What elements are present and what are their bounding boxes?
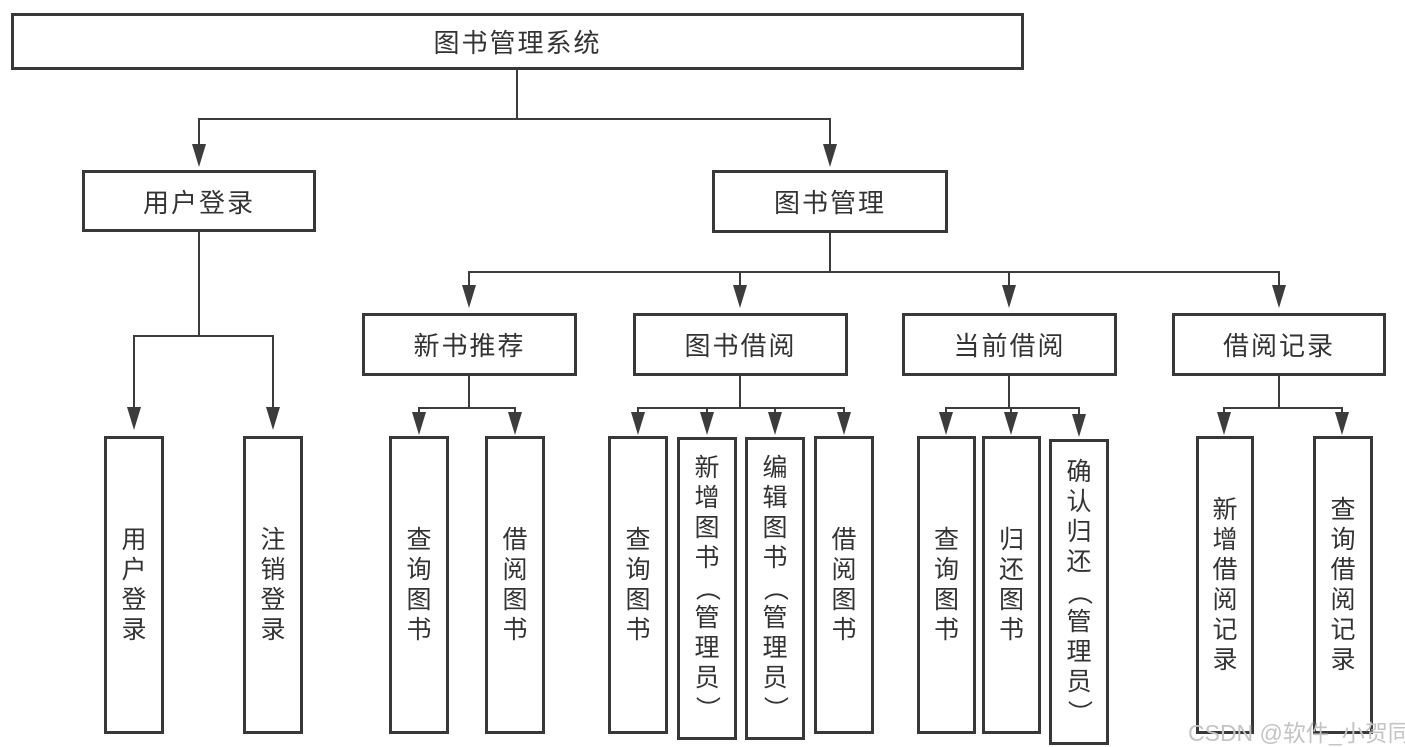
- connector-line: [1078, 407, 1080, 414]
- node-label: 新增借阅记录: [1212, 495, 1238, 674]
- node-edit-book-admin: 编辑图书（管理员）: [745, 437, 805, 740]
- node-borrow-books-recommend: 借阅图书: [485, 436, 545, 734]
- arrow-down-icon: [837, 412, 851, 435]
- arrow-down-icon: [733, 285, 747, 308]
- connector-line: [1223, 407, 1225, 414]
- connector-line: [739, 271, 741, 287]
- connector-line: [706, 407, 708, 414]
- arrow-down-icon: [192, 144, 206, 167]
- connector-line: [198, 118, 200, 146]
- connector-line: [829, 118, 831, 146]
- arrow-down-icon: [1217, 412, 1231, 435]
- node-label: 当前借阅: [953, 331, 1066, 361]
- connector-line: [945, 407, 1079, 409]
- node-query-borrow-record: 查询借阅记录: [1313, 436, 1373, 734]
- arrow-down-icon: [462, 285, 476, 308]
- connector-line: [1341, 407, 1343, 414]
- arrow-down-icon: [700, 412, 714, 435]
- node-label: 图书管理: [773, 188, 886, 218]
- node-query-books-current: 查询图书: [917, 436, 976, 734]
- node-label: 归还图书: [998, 525, 1024, 644]
- connector-line: [829, 233, 831, 271]
- node-label: 查询图书: [625, 525, 651, 644]
- node-book-management-branch: 图书管理: [712, 170, 948, 233]
- connector-line: [774, 407, 776, 414]
- node-logout: 注销登录: [243, 436, 303, 734]
- arrow-down-icon: [1335, 412, 1349, 435]
- arrow-down-icon: [127, 407, 141, 430]
- arrow-down-icon: [1072, 414, 1086, 437]
- connector-line: [418, 407, 420, 414]
- node-label: 图书借阅: [684, 331, 797, 361]
- node-borrow-records: 借阅记录: [1172, 313, 1386, 376]
- node-current-borrow: 当前借阅: [902, 313, 1117, 376]
- connector-line: [272, 335, 274, 409]
- node-add-book-admin: 新增图书（管理员）: [677, 437, 737, 740]
- node-confirm-return-admin: 确认归还（管理员）: [1049, 439, 1109, 745]
- connector-line: [133, 335, 273, 337]
- node-user-login: 用户登录: [104, 436, 164, 734]
- connector-line: [1008, 271, 1010, 287]
- node-query-books-borrow: 查询图书: [608, 436, 668, 734]
- connector-line: [198, 118, 831, 120]
- connector-line: [945, 407, 947, 414]
- node-library-management-system: 图书管理系统: [11, 13, 1024, 70]
- arrow-down-icon: [1004, 412, 1018, 435]
- arrow-down-icon: [266, 407, 280, 430]
- arrow-down-icon: [1002, 285, 1016, 308]
- connector-line: [637, 407, 639, 414]
- connector-line: [516, 70, 518, 118]
- node-label: 新书推荐: [413, 331, 526, 361]
- node-label: 查询图书: [406, 525, 432, 644]
- connector-line: [637, 407, 844, 409]
- node-label: 查询图书: [933, 525, 959, 644]
- node-label: 确认归还（管理员）: [1065, 457, 1094, 725]
- node-label: 借阅记录: [1222, 331, 1335, 361]
- node-label: 新增图书（管理员）: [693, 454, 722, 722]
- node-label: 查询借阅记录: [1330, 495, 1356, 674]
- connector-line: [468, 376, 470, 407]
- arrow-down-icon: [823, 144, 837, 167]
- connector-line: [133, 335, 135, 409]
- connector-line: [1010, 407, 1012, 414]
- node-label: 注销登录: [260, 525, 286, 644]
- node-book-borrow: 图书借阅: [633, 313, 848, 376]
- arrow-down-icon: [508, 412, 522, 435]
- node-label: 编辑图书（管理员）: [761, 454, 790, 722]
- connector-line: [1278, 376, 1280, 407]
- arrow-down-icon: [631, 412, 645, 435]
- node-add-borrow-record: 新增借阅记录: [1196, 436, 1254, 734]
- arrow-down-icon: [412, 412, 426, 435]
- node-query-books-recommend: 查询图书: [389, 436, 449, 734]
- node-user-login-branch: 用户登录: [82, 170, 316, 232]
- node-new-book-recommend: 新书推荐: [362, 313, 577, 376]
- connector-line: [843, 407, 845, 414]
- connector-line: [739, 376, 741, 407]
- watermark-text: CSDN @软件_小贺同学: [1188, 720, 1405, 746]
- connector-line: [1278, 271, 1280, 287]
- node-label: 用户登录: [142, 187, 255, 218]
- node-borrow-books: 借阅图书: [814, 436, 874, 734]
- node-label: 图书管理系统: [433, 28, 602, 58]
- node-label: 用户登录: [121, 525, 147, 644]
- connector-line: [468, 271, 470, 287]
- connector-line: [418, 407, 515, 409]
- connector-line: [198, 232, 200, 335]
- connector-line: [1223, 407, 1343, 409]
- connector-line: [1008, 376, 1010, 407]
- arrow-down-icon: [1272, 285, 1286, 308]
- node-return-books: 归还图书: [982, 436, 1041, 734]
- node-label: 借阅图书: [831, 525, 857, 644]
- arrow-down-icon: [939, 412, 953, 435]
- connector-line: [514, 407, 516, 414]
- node-label: 借阅图书: [502, 525, 528, 644]
- connector-line: [468, 271, 1279, 273]
- arrow-down-icon: [768, 412, 782, 435]
